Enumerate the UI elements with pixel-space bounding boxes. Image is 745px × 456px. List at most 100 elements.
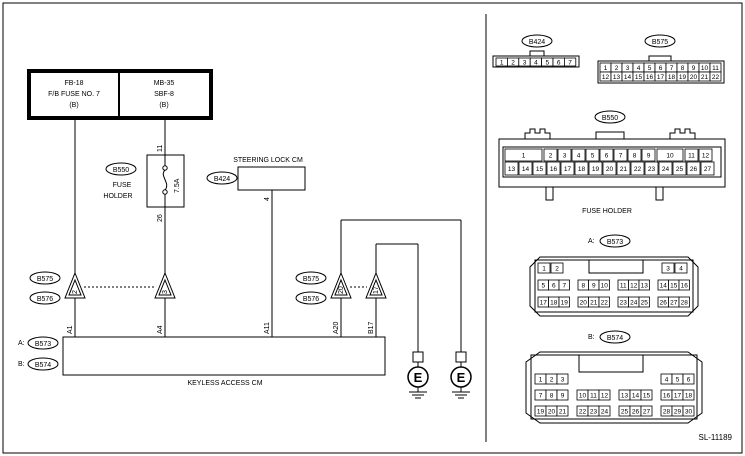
keyless-badge-a: [27, 336, 59, 350]
b550-pin-2-label: 2: [549, 152, 553, 159]
b574-pin-3-label: 3: [561, 376, 565, 383]
steering-lock-cm: STEERING LOCK CM B424 4: [206, 157, 306, 201]
b573-pin-28-label: 28: [681, 299, 689, 306]
b550-pin-3-label: 3: [563, 152, 567, 159]
b573-prefix: A:: [588, 238, 595, 245]
b550-pin-15-cell: [532, 161, 547, 176]
b573-pin-25-cell: [638, 296, 650, 308]
keyless-pin-a11: A11: [264, 322, 271, 334]
b575-pin-11-label: 11: [712, 65, 719, 72]
wires: [74, 118, 462, 352]
junction-left-label-a: B575: [37, 276, 53, 283]
b573-label: B573: [607, 239, 623, 246]
b574-pin-21-cell: [556, 405, 569, 417]
b550-pin-26-cell: [686, 161, 701, 176]
b574-pin-29-label: 29: [674, 408, 682, 415]
keyless-prefix-a: A:: [18, 340, 25, 347]
b550-pin-14-cell: [518, 161, 533, 176]
b573-pin-5-label: 5: [541, 282, 545, 289]
b574-pin-19-label: 19: [537, 408, 545, 415]
power-right-line2: SBF-8: [154, 91, 174, 98]
b550-pin-12-label: 12: [702, 152, 710, 159]
b573-pin-11-label: 11: [620, 282, 627, 289]
b575-pin-8-label: 8: [681, 65, 685, 72]
b550-pin-8-cell: [627, 148, 642, 162]
steering-lock-connector-badge: [206, 171, 238, 185]
b573-pin-16-cell: [678, 279, 690, 291]
ground-2: E: [450, 351, 472, 399]
junction-pin-2: 3: [162, 290, 169, 294]
b574-pin-11-label: 11: [590, 392, 597, 399]
b573-pin-8-label: 8: [581, 282, 585, 289]
ground-2-label: E: [457, 370, 466, 385]
b573-pin-22-cell: [598, 296, 610, 308]
b573-pin-10-label: 10: [601, 282, 609, 289]
b550-pin-15-label: 15: [536, 166, 544, 173]
b573-pin-7-cell: [558, 279, 570, 291]
b550-pin-27-cell: [700, 161, 715, 176]
b550-pin-6-cell: [599, 148, 614, 162]
steering-lock-title: STEERING LOCK CM: [233, 157, 303, 164]
diagram-code: SL-11189: [698, 433, 732, 442]
b550-badge: [594, 110, 626, 124]
b550-pin-6-label: 6: [605, 152, 609, 159]
b573-pin-10-cell: [598, 279, 610, 291]
keyless-pin-a1: A1: [67, 325, 74, 334]
b574-label: B574: [607, 335, 623, 342]
junction-right-badge-a: [295, 271, 327, 285]
b574-badge: [599, 330, 631, 344]
steering-lock-connector-label: B424: [214, 176, 230, 183]
b574-pin-8-label: 8: [550, 392, 554, 399]
b574-pin-12-label: 12: [601, 392, 609, 399]
b573-pin-22-label: 22: [601, 299, 609, 306]
b574-pin-18-cell: [682, 389, 695, 401]
b550-pin-24-cell: [658, 161, 673, 176]
keyless-connector-b: B574: [35, 362, 51, 369]
b550-caption: FUSE HOLDER: [582, 208, 632, 215]
b573-pin-4-label: 4: [679, 265, 683, 272]
b550-pin-25-label: 25: [676, 166, 684, 173]
power-right-line3: (B): [159, 102, 168, 109]
b550-pin-1-label: 1: [522, 152, 526, 159]
b575-pin-17-label: 17: [657, 74, 665, 81]
b573-pin-20-label: 20: [580, 299, 588, 306]
b573-pin-25-label: 25: [641, 299, 649, 306]
b574-pin-12-cell: [598, 389, 611, 401]
b573-pin-17-label: 17: [540, 299, 548, 306]
b573-pin-18-label: 18: [550, 299, 558, 306]
b573-pin-23-label: 23: [620, 299, 628, 306]
b424-pin-7-label: 7: [568, 59, 572, 66]
b573-pin-7-label: 7: [562, 282, 566, 289]
b424-pin-5-label: 5: [545, 59, 549, 66]
b573-pin-1-label: 1: [542, 265, 546, 272]
b574-pin-9-label: 9: [561, 392, 565, 399]
b574-pin-28-label: 28: [663, 408, 671, 415]
junction-triangle-2: 3: [154, 271, 176, 299]
b550-pin-26-label: 26: [690, 166, 698, 173]
keyless-pin-a20: A20: [333, 321, 340, 334]
b550-pin-7-cell: [613, 148, 628, 162]
b573-pin-13-label: 13: [641, 282, 649, 289]
ground-1-label: E: [414, 370, 423, 385]
junction-triangle-3: 20: [330, 271, 352, 299]
b550-pin-8-label: 8: [633, 152, 637, 159]
power-left-line3: (B): [69, 102, 78, 109]
b573-badge: [599, 234, 631, 248]
b550-pin-11-label: 11: [688, 152, 695, 159]
b550-pin-20-label: 20: [606, 166, 614, 173]
power-left-line2: F/B FUSE NO. 7: [48, 91, 100, 98]
b550-pin-13-label: 13: [508, 166, 516, 173]
b574-pin-5-label: 5: [676, 376, 680, 383]
b424-pin-1-label: 1: [500, 59, 504, 66]
keyless-badge-b: [27, 357, 59, 371]
b424-pin-4-label: 4: [534, 59, 538, 66]
b550-pin-5-label: 5: [591, 152, 595, 159]
keyless-title: KEYLESS ACCESS CM: [187, 380, 262, 387]
b574-pin-22-label: 22: [579, 408, 587, 415]
keyless-connector-a: B573: [35, 341, 51, 348]
b550-pin-23-cell: [644, 161, 659, 176]
b424-pin-2-label: 2: [511, 59, 515, 66]
b573-pin-19-label: 19: [561, 299, 569, 306]
